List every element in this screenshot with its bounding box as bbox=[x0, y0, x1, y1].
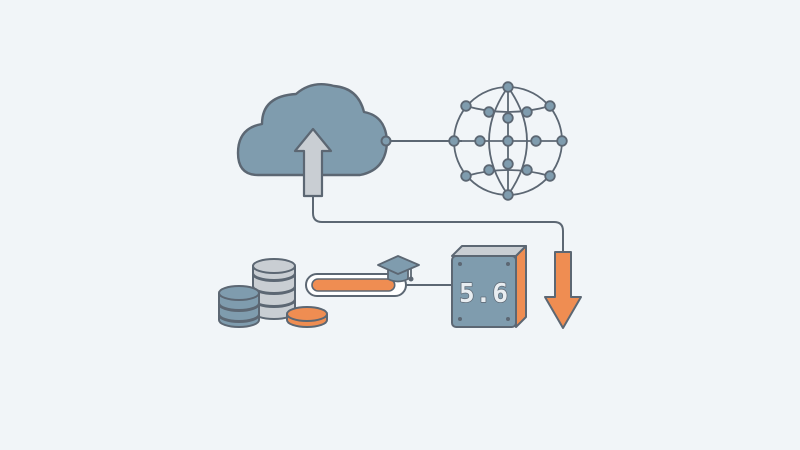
cloud-to-arrow-line bbox=[312, 196, 564, 252]
cube-screw-top-left bbox=[458, 262, 462, 266]
globe-node bbox=[521, 106, 533, 118]
globe-network-icon bbox=[448, 81, 568, 201]
cloud-upload-icon bbox=[236, 83, 392, 198]
cube-screw-bottom-left bbox=[458, 317, 462, 321]
orange-coin bbox=[286, 306, 328, 328]
cube-side-face bbox=[515, 245, 527, 328]
globe-node bbox=[502, 81, 514, 93]
globe-parallel-bottom bbox=[465, 169, 551, 177]
gray-coin-stack bbox=[252, 258, 296, 320]
globe-node bbox=[544, 100, 556, 112]
globe-node bbox=[502, 112, 514, 124]
globe-node bbox=[474, 135, 486, 147]
globe-node bbox=[502, 158, 514, 170]
globe-parallel-top bbox=[465, 105, 551, 113]
progress-bar bbox=[305, 255, 420, 297]
globe-node bbox=[483, 106, 495, 118]
cube-screw-top-right bbox=[506, 262, 510, 266]
globe-node bbox=[448, 135, 460, 147]
cloud-port-dot bbox=[380, 135, 392, 147]
globe-node bbox=[544, 170, 556, 182]
blue-coin-stack bbox=[218, 285, 260, 328]
cube-screw-bottom-right bbox=[506, 317, 510, 321]
globe-node bbox=[556, 135, 568, 147]
globe-node bbox=[483, 164, 495, 176]
globe-node bbox=[460, 100, 472, 112]
cube-front-face bbox=[451, 255, 517, 328]
globe-meridian-right bbox=[507, 86, 528, 196]
upload-arrow-icon bbox=[293, 127, 333, 198]
globe-node bbox=[502, 189, 514, 201]
arrow-down-icon bbox=[544, 251, 582, 329]
progress-fill bbox=[311, 278, 396, 292]
cube-icon: 5.6 bbox=[451, 245, 527, 328]
version-label: 5.6 bbox=[459, 279, 509, 309]
globe-nodes bbox=[448, 81, 568, 201]
globe-node bbox=[460, 170, 472, 182]
cube-top-face bbox=[451, 245, 527, 257]
globe-node bbox=[502, 135, 514, 147]
coin-stack-icon bbox=[218, 258, 328, 328]
globe-node bbox=[521, 164, 533, 176]
graduation-cap-icon bbox=[377, 255, 420, 283]
globe-node bbox=[530, 135, 542, 147]
globe-meridian-left bbox=[488, 86, 509, 196]
